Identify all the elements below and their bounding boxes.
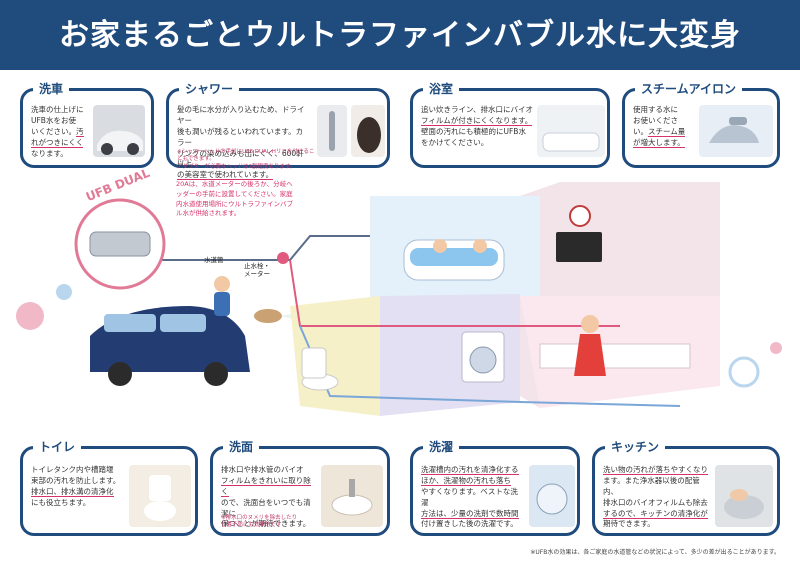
card-text: 追い炊きライン、排水口にバイオ フィルムが付きにくくなります。 壁面の汚れにも積… (421, 105, 534, 147)
card-title: 洗車 (33, 80, 70, 97)
card-car-wash: 洗車 洗車の仕上げに UFB水をお使 いください。汚 れがつきにくく なります。 (20, 80, 154, 168)
card-text: 髪の毛に水分が入り込むため、ドライヤー 後も潤いが残るといわれています。カラー … (177, 105, 305, 181)
card-title: トイレ (33, 438, 82, 455)
card-laundry: 洗濯 洗濯槽内の汚れを清浄化する ほか、洗濯物の汚れも落ち やすくなります。ベス… (410, 438, 580, 536)
card-text: 排水口や排水管のバイオ フィルムをきれいに取り除く ので、洗面台をいつでも清潔に… (221, 465, 311, 529)
stop-valve-label: 止水栓・メーター (244, 262, 270, 279)
bathroom-photo (537, 105, 605, 157)
card-text: 洗い物の汚れが落ちやすくなり ます。また浄水器以後の配管内、 排水口のバイオフィ… (603, 465, 708, 529)
card-note: ※シャワーヘッドの手前にUFB DUAL-Hリヨを付けることもできます。アダプタ… (177, 149, 315, 170)
card-text: トイレタンク内や槽踏堰 束部の汚れを防止します。 排水口、排水溝の清浄化 にも役… (31, 465, 121, 507)
page-title: お家まるごとウルトラファインバブル水に大変身 (59, 18, 741, 53)
card-text: 洗濯槽内の汚れを清浄化する ほか、洗濯物の汚れも落ち やすくなります。ベストな洗… (421, 465, 519, 529)
card-bathroom: 浴室 追い炊きライン、排水口にバイオ フィルムが付きにくくなります。 壁面の汚れ… (410, 80, 610, 168)
iron-photo (699, 105, 773, 157)
car-photo (93, 105, 145, 157)
card-shower: シャワー 髪の毛に水分が入り込むため、ドライヤー 後も潤いが残るといわれています… (166, 80, 390, 181)
shower-photo (317, 105, 347, 157)
card-text: 使用する水に お使いくださ い。スチーム量 が増大します。 (633, 105, 686, 148)
card-note: ※排水口のヌメリを除去したり付着予防にも効果的です (221, 515, 298, 529)
card-title: 洗濯 (423, 438, 460, 455)
washbasin-photo (321, 465, 383, 527)
hair-photo (351, 105, 385, 157)
ufb-description: 20Aは、水道メーターの後ろか、分岐ヘッダーの手前に設置してください。家庭内水道… (176, 180, 293, 218)
laundry-photo (529, 465, 575, 527)
card-title: スチームアイロン (635, 80, 743, 97)
house-illustration (0, 176, 800, 436)
card-title: キッチン (605, 438, 666, 455)
card-steam-iron: スチームアイロン 使用する水に お使いくださ い。スチーム量 が増大します。 (622, 80, 780, 168)
kitchen-photo (715, 465, 773, 527)
card-title: シャワー (179, 80, 240, 97)
card-title: 浴室 (423, 80, 460, 97)
footnote: ※UFB水の効果は、各ご家庭の水道管などの状況によって、多少の差が出ることがあり… (530, 549, 780, 556)
card-kitchen: キッチン 洗い物の汚れが落ちやすくなり ます。また浄水器以後の配管内、 排水口の… (592, 438, 780, 536)
card-text: 洗車の仕上げに UFB水をお使 いください。汚 れがつきにくく なります。 (31, 105, 84, 158)
toilet-photo (129, 465, 191, 527)
card-toilet: トイレ トイレタンク内や槽踏堰 束部の汚れを防止します。 排水口、排水溝の清浄化… (20, 438, 198, 536)
header-banner: お家まるごとウルトラファインバブル水に大変身 (0, 0, 800, 70)
card-title: 洗面 (223, 438, 260, 455)
card-washbasin: 洗面 排水口や排水管のバイオ フィルムをきれいに取り除く ので、洗面台をいつでも… (210, 438, 390, 536)
water-pipe-label: 水道管 (204, 256, 224, 264)
